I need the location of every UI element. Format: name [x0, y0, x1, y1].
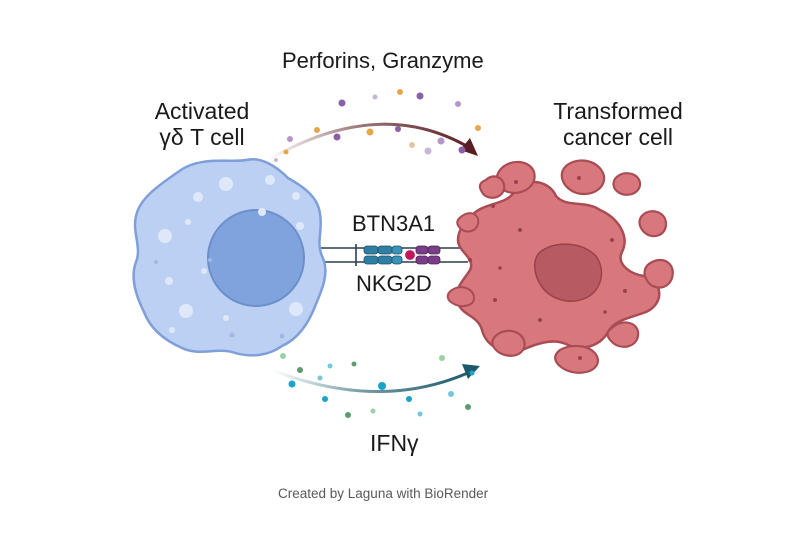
- btn3a1-label: BTN3A1: [352, 211, 436, 236]
- t-cell-label-line1: Activated: [154, 98, 250, 124]
- nkg2d-label: NKG2D: [356, 271, 432, 296]
- ifn-gamma-label: IFNγ: [370, 430, 419, 456]
- cancer-cell-label-line1: Transformed: [553, 98, 683, 124]
- btn3a1-nkg2d-complex: [355, 244, 441, 266]
- perforins-granzyme-label: Perforins, Granzyme: [282, 48, 484, 73]
- ifn-gamma-dots: [280, 353, 475, 418]
- cancer-nucleus: [534, 243, 603, 302]
- cancer-cell-label: Transformed cancer cell: [538, 98, 698, 151]
- cancer-cell: [446, 159, 674, 374]
- t-cell-label-line2: γδ T cell: [159, 124, 245, 151]
- bottom-arrow: [271, 364, 480, 393]
- cancer-cell-label-line2: cancer cell: [563, 124, 673, 151]
- t-cell-nucleus: [207, 209, 305, 307]
- credit-text: Created by Laguna with BioRender: [278, 486, 489, 501]
- t-cell: [132, 157, 327, 357]
- top-arrow: [267, 122, 478, 162]
- ligand-dot: [403, 248, 417, 262]
- perforin-granzyme-granules: [274, 89, 481, 162]
- t-cell-label: Activated γδ T cell: [132, 98, 272, 151]
